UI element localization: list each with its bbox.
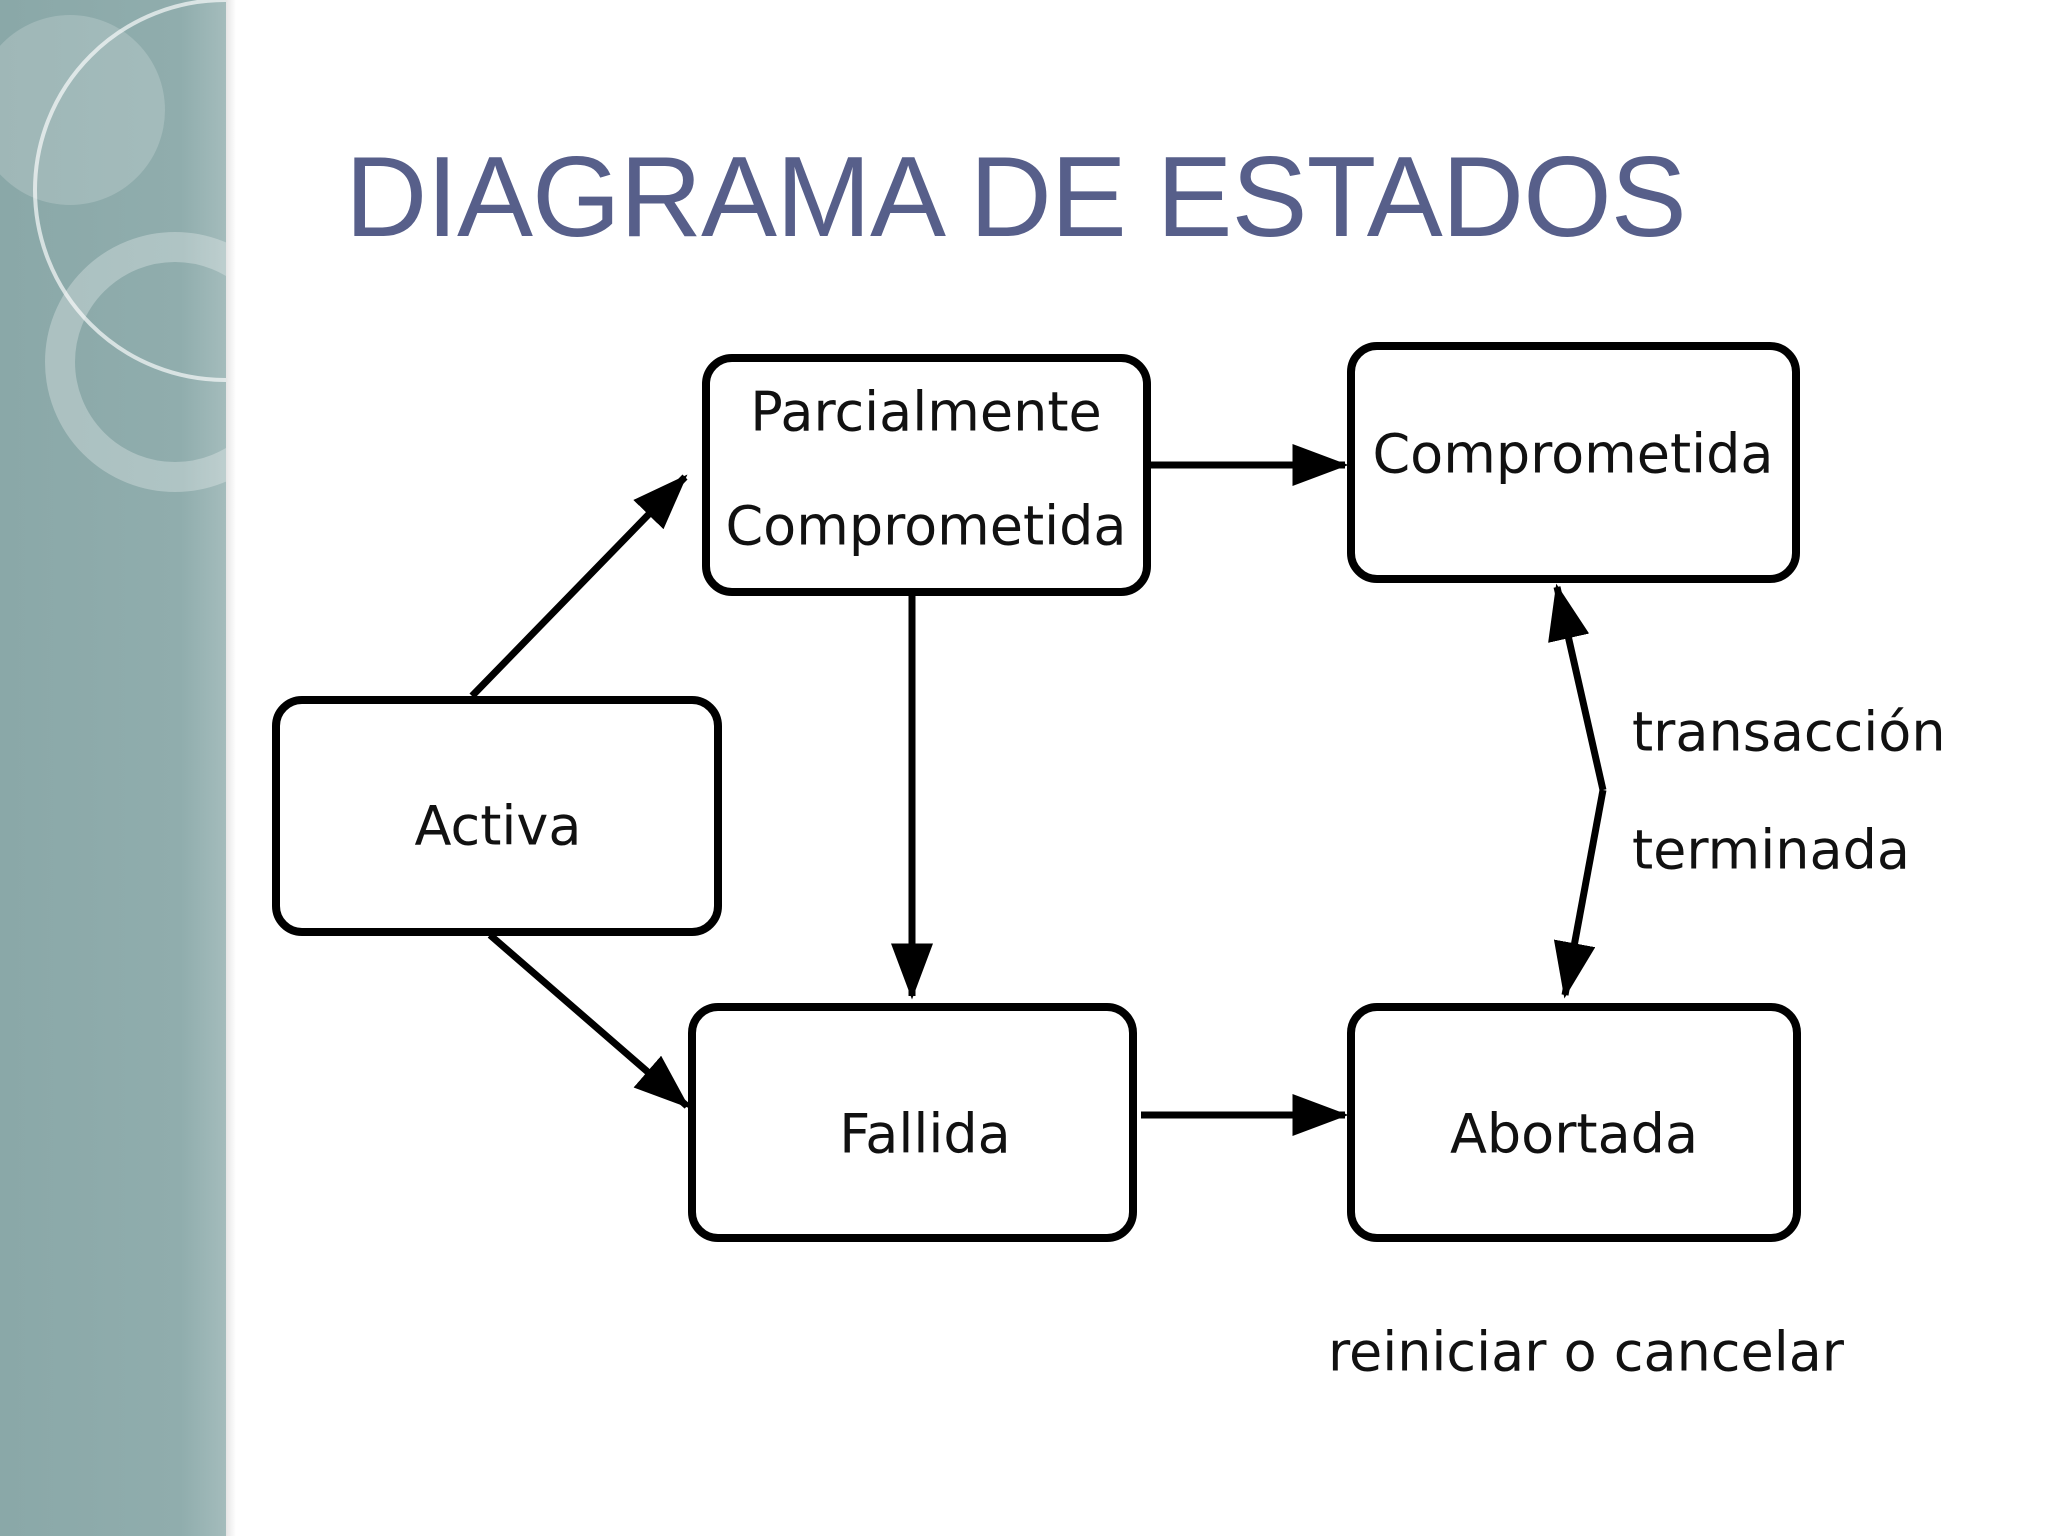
circle-ornaments [0, 0, 226, 492]
state-activa-label: Activa [415, 795, 582, 858]
state-fallida-box [688, 1003, 1137, 1242]
state-comprometida: Comprometida [1347, 342, 1800, 583]
arrow-activa-to-parcialmente [469, 474, 688, 699]
state-activa-box [272, 696, 722, 936]
arrow-to-comprometida-terminada [1548, 583, 1607, 791]
state-abortada-label: Abortada [1450, 1103, 1698, 1166]
state-parcialmente-label-line1: Parcialmente [750, 381, 1101, 444]
slide-title: DIAGRAMA DE ESTADOS [345, 134, 1687, 261]
label-reiniciar-o-cancelar: reiniciar o cancelar [1328, 1321, 1845, 1384]
state-parcialmente-label-line2: Comprometida [725, 495, 1126, 558]
state-fallida: Fallida [688, 1003, 1137, 1242]
state-abortada-box [1347, 1003, 1801, 1242]
state-comprometida-label: Comprometida [1372, 423, 1773, 486]
sidebar-decoration [0, 0, 226, 1536]
label-transaccion-line2: terminada [1632, 819, 1910, 882]
state-parcialmente-comprometida: Parcialmente Comprometida [702, 354, 1151, 596]
arrow-to-abortada-terminada [1553, 789, 1607, 999]
state-parcialmente-box [702, 354, 1151, 596]
state-fallida-label: Fallida [839, 1103, 1011, 1166]
state-comprometida-box [1347, 342, 1800, 583]
label-transaccion-line1: transacción [1632, 701, 1946, 764]
sidebar-shadow [226, 0, 236, 1536]
arrow-activa-to-fallida [487, 932, 690, 1109]
state-activa: Activa [272, 696, 722, 936]
state-abortada: Abortada [1347, 1003, 1801, 1242]
